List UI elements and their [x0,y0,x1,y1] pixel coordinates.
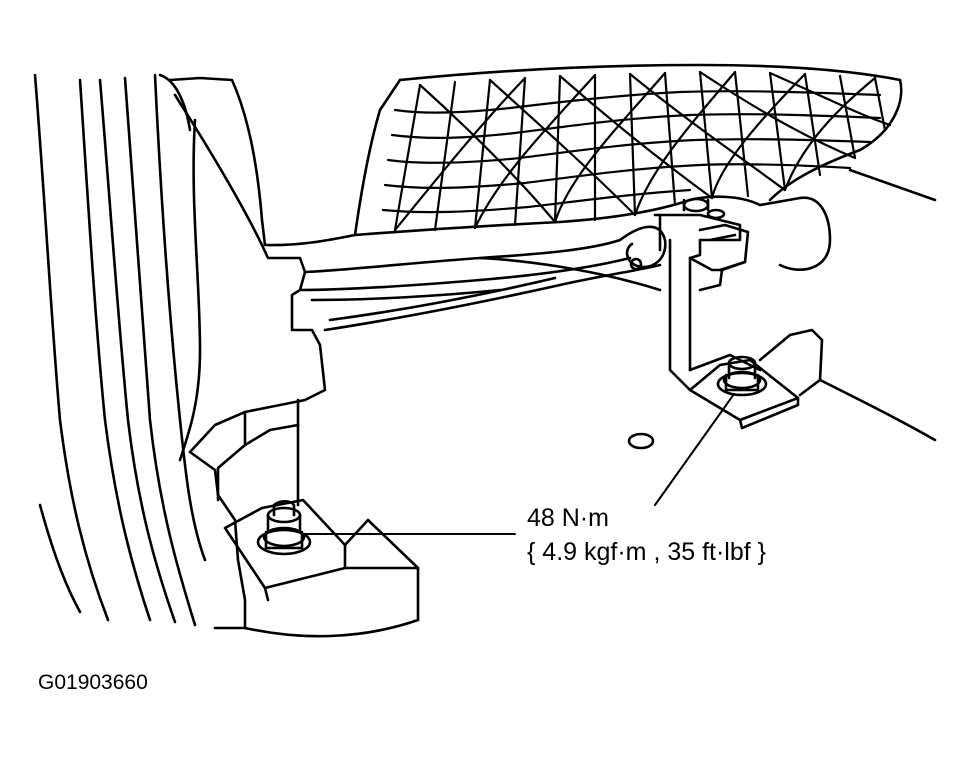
seat-side-cover [168,76,420,638]
right-top-bolt [682,197,726,220]
torque-value-nm: 48 N·m [527,504,609,532]
callout-leaders [302,393,735,535]
leader-right-bolt [654,393,735,506]
right-mounting-plate [688,328,937,442]
floor-hole [627,432,655,450]
seat-rail [298,225,667,332]
torque-value-alt-units: { 4.9 kgf·m , 35 ft·lbf } [527,538,767,566]
figure-id: G01903660 [38,671,148,694]
right-bolt [716,355,768,397]
floor-lines [478,168,937,292]
seat-net [381,70,892,232]
seat-cushion [353,63,903,237]
right-bracket [653,213,762,392]
side-trim-lines [33,73,207,627]
left-riser-post [216,398,300,507]
left-mounting-plate [223,498,420,622]
left-bolt [256,499,312,556]
